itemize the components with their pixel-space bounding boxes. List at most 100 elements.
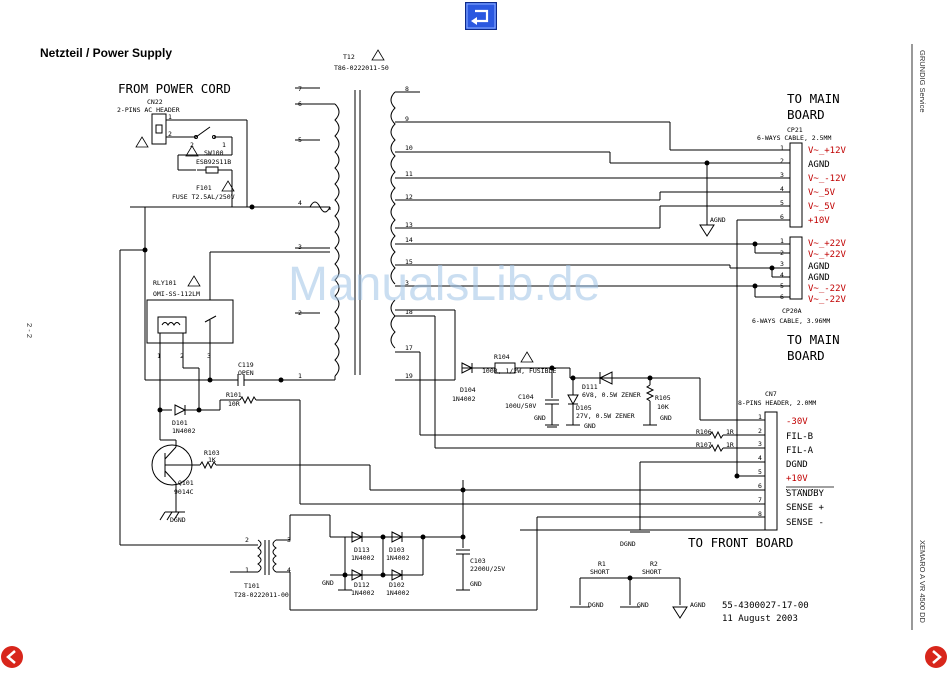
arrow-left-icon bbox=[1, 646, 23, 668]
pin-label: 11 bbox=[405, 170, 413, 178]
pin-label: 5 bbox=[780, 199, 784, 207]
pin-label: 17 bbox=[405, 344, 413, 352]
d103-value: 1N4002 bbox=[386, 554, 410, 562]
pin-label: 7 bbox=[298, 85, 302, 93]
d112-label: D112 bbox=[354, 581, 370, 589]
d111-value: 6V8, 0.5W ZENER bbox=[582, 391, 641, 399]
c104-label: C104 bbox=[518, 393, 534, 401]
cn7-label: CN7 bbox=[765, 390, 777, 398]
warning-icon bbox=[371, 49, 385, 61]
from-power-cord-label: FROM POWER CORD bbox=[118, 81, 231, 96]
d113-label: D113 bbox=[354, 546, 370, 554]
signal-label: -30V bbox=[786, 417, 808, 427]
signal-label: V~_-22V bbox=[808, 295, 847, 305]
signal-label: V~_+12V bbox=[808, 146, 847, 156]
d105-value: 27V, 0.5W ZENER bbox=[576, 412, 635, 420]
pin-label: 13 bbox=[405, 221, 413, 229]
pin-label: 10 bbox=[405, 144, 413, 152]
r104-label: R104 bbox=[494, 353, 510, 361]
pin-label: 19 bbox=[405, 372, 413, 380]
t101-part: T28-0222011-00 bbox=[234, 591, 289, 599]
d101-value: 1N4002 bbox=[172, 427, 196, 435]
next-page-button[interactable] bbox=[924, 645, 948, 669]
d101-label: D101 bbox=[172, 419, 188, 427]
warning-icon bbox=[135, 136, 149, 148]
pin-label: 12 bbox=[405, 193, 413, 201]
t101-label: T101 bbox=[244, 582, 260, 590]
doc-date: 11 August 2003 bbox=[722, 614, 798, 624]
pin-label: 8 bbox=[405, 85, 409, 93]
r107-value: 1R bbox=[726, 441, 734, 449]
pin-label: 2 bbox=[245, 536, 249, 544]
t12-part: T86-0222011-50 bbox=[334, 64, 389, 72]
back-button[interactable] bbox=[465, 2, 497, 30]
signal-label: V~_5V bbox=[808, 202, 836, 212]
signal-label: V~_+22V bbox=[808, 250, 847, 260]
pin-label: 4 bbox=[298, 199, 302, 207]
rly101-part: OMI-SS-112LM bbox=[153, 290, 200, 298]
agnd-label: AGND bbox=[710, 216, 726, 224]
gnd-label: GND bbox=[470, 580, 482, 588]
r107-label: R107 bbox=[696, 441, 712, 449]
c103-label: C103 bbox=[470, 557, 486, 565]
signal-label: V~_5V bbox=[808, 188, 836, 198]
page-title: Netzteil / Power Supply bbox=[40, 46, 173, 60]
pin-label: 2 bbox=[180, 352, 184, 360]
signal-label: SENSE - bbox=[786, 518, 824, 528]
d103-label: D103 bbox=[389, 546, 405, 554]
pin-label: 1 bbox=[168, 113, 172, 121]
rly101-label: RLY101 bbox=[153, 279, 177, 287]
d113-value: 1N4002 bbox=[351, 554, 375, 562]
r105-label: R105 bbox=[655, 394, 671, 402]
pin-label: 1 bbox=[758, 413, 762, 421]
page-number: 2 - 2 bbox=[25, 323, 34, 338]
pin-label: 3 bbox=[287, 536, 291, 544]
pin-label: 8 bbox=[758, 510, 762, 518]
r1-label: R1 bbox=[598, 560, 606, 568]
r103-label: R103 bbox=[204, 449, 220, 457]
pin-label: 15 bbox=[405, 258, 413, 266]
cp21-label: CP21 bbox=[787, 126, 803, 134]
warning-icon bbox=[520, 351, 534, 363]
pin-label: 6 bbox=[758, 482, 762, 490]
signal-label: AGND bbox=[808, 262, 830, 272]
cp20a-desc: 6-WAYS CABLE, 3.96MM bbox=[752, 317, 830, 325]
signal-label: V~_-12V bbox=[808, 174, 847, 184]
d112-value: 1N4002 bbox=[351, 589, 375, 597]
gnd-label: GND bbox=[584, 422, 596, 430]
signal-label: V~_+22V bbox=[808, 239, 847, 249]
pin-label: 1 bbox=[157, 352, 161, 360]
pin-label: 3 bbox=[207, 352, 211, 360]
pin-label: 1 bbox=[222, 141, 226, 149]
signal-label: +10V bbox=[808, 216, 830, 226]
signal-label: FIL-B bbox=[786, 432, 813, 442]
watermark: ManualsLib.de bbox=[288, 258, 600, 311]
dgnd-label: DGND bbox=[588, 601, 604, 609]
previous-page-button[interactable] bbox=[0, 645, 24, 669]
d111-label: D111 bbox=[582, 383, 598, 391]
pin-label: 4 bbox=[780, 271, 784, 279]
f101-desc: FUSE T2.5AL/250V bbox=[172, 193, 235, 201]
pin-label: 1 bbox=[245, 566, 249, 574]
d102-label: D102 bbox=[389, 581, 405, 589]
pin-label: 1 bbox=[298, 372, 302, 380]
q101-label: Q101 bbox=[178, 479, 194, 487]
c119-label: C119 bbox=[238, 361, 254, 369]
signal-label: V~_-22V bbox=[808, 284, 847, 294]
r2-value: SHORT bbox=[642, 568, 662, 576]
to-main-board-title: BOARD bbox=[787, 107, 825, 122]
r101-value: 10R bbox=[228, 400, 240, 408]
to-main-board-title: TO MAIN bbox=[787, 91, 840, 106]
gnd-label: GND bbox=[660, 414, 672, 422]
r104-value: 100R, 1/2W, FUSIBLE bbox=[482, 367, 556, 375]
r106-value: 1R bbox=[726, 428, 734, 436]
signal-label: +10V bbox=[786, 474, 808, 484]
gnd-label: GND bbox=[637, 601, 649, 609]
signal-label: SENSE + bbox=[786, 503, 825, 513]
r106-label: R106 bbox=[696, 428, 712, 436]
pin-label: 2 bbox=[780, 249, 784, 257]
cn22-desc: 2-PINS AC HEADER bbox=[117, 106, 180, 114]
d104-label: D104 bbox=[460, 386, 476, 394]
